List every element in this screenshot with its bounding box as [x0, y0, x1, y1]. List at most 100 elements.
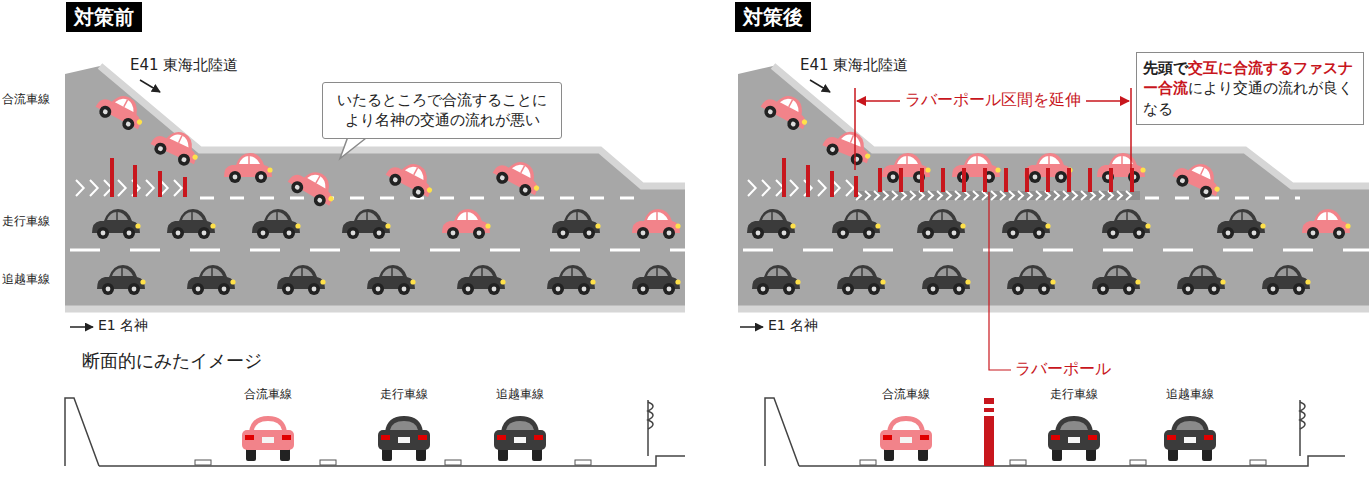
car-icon [442, 209, 491, 239]
car-window [107, 212, 128, 220]
car-pillar [124, 100, 128, 107]
car-icon [632, 265, 681, 295]
car-icon [367, 265, 416, 295]
car-icon [252, 209, 301, 239]
panel-title: 対策前 [74, 5, 134, 29]
car-hub [561, 231, 566, 236]
road-marker [445, 460, 461, 465]
car-window [382, 268, 403, 276]
road-marker [575, 460, 591, 465]
sign-plates [1300, 402, 1305, 429]
lane-name: 走行車線 [2, 214, 50, 229]
zebra-chevron [1108, 191, 1113, 200]
car-hub [1042, 287, 1047, 292]
car-body [761, 85, 815, 129]
car-hub [787, 287, 792, 292]
rubber-pole [110, 158, 114, 197]
car-wheel [123, 227, 135, 239]
car-window [1317, 212, 1338, 220]
car-pillar [771, 212, 773, 220]
rubber-pole [983, 168, 987, 192]
car-wheel [410, 184, 426, 200]
lane-dash [70, 249, 685, 252]
before-panel [65, 66, 685, 466]
barrier-wall [65, 398, 99, 466]
car-rear-icon [378, 416, 430, 461]
car-rear-icon [1048, 416, 1100, 461]
pole-reflector [984, 412, 994, 416]
car-headlight [801, 119, 808, 126]
car-headlight [1140, 167, 1145, 172]
car-headlight [267, 167, 272, 172]
rubber-pole [133, 165, 137, 197]
car-pillar [571, 268, 573, 276]
car-window [1107, 268, 1128, 276]
car-wheel [552, 283, 564, 295]
car-wheel [218, 283, 230, 295]
car-hub [667, 231, 672, 236]
zebra-chevron [1081, 191, 1086, 200]
zebra-chevron [1063, 191, 1068, 200]
car-hub [556, 287, 561, 292]
car-headlight [675, 223, 680, 228]
car-window [182, 212, 203, 220]
car-hub [641, 287, 646, 292]
zebra-chevron [919, 191, 924, 200]
road-marker [1250, 460, 1266, 465]
car-wheel [255, 171, 267, 183]
car-pillar [1048, 156, 1050, 164]
zebra-chevron [748, 180, 756, 196]
car-taillight [1051, 435, 1060, 440]
car-headlight [192, 154, 199, 161]
car-wheel [494, 170, 510, 186]
car-icon [952, 153, 1001, 183]
zebra-chevron [790, 180, 798, 196]
car-pillar [248, 156, 250, 164]
car-icon [457, 265, 506, 295]
car-window [112, 268, 133, 276]
car-icon [758, 85, 815, 134]
car-wheel [373, 227, 385, 239]
car-headlight [675, 279, 680, 284]
car-icon [148, 122, 205, 170]
car-window [937, 268, 958, 276]
car-window [202, 268, 223, 276]
car-wheel [1012, 283, 1024, 295]
car-hub [1016, 287, 1021, 292]
car-hub [261, 231, 266, 236]
car-window [1022, 268, 1043, 276]
car-hub [761, 287, 766, 292]
zebra-chevron [892, 191, 897, 200]
car-pillar [906, 156, 908, 164]
car-headlight [1260, 223, 1265, 228]
car-window [1277, 268, 1298, 276]
zebra-chevron [1036, 191, 1041, 200]
rubber-pole-section [984, 398, 994, 466]
car-wheel [1307, 227, 1319, 239]
car-wheel [128, 283, 140, 295]
car-window [457, 212, 478, 220]
car-wheel [1055, 171, 1067, 183]
car-wheel [517, 182, 533, 198]
car-hub [402, 287, 407, 292]
car-wheel [887, 171, 899, 183]
car-hub [106, 287, 111, 292]
car-wheel [948, 227, 960, 239]
car-wheel [778, 227, 790, 239]
rubber-pole [854, 176, 858, 197]
car-hub [667, 287, 672, 292]
car-taillight [920, 435, 929, 440]
lane-name: 追越車線 [1166, 387, 1214, 402]
zebra-chevron [762, 180, 770, 196]
car-taillight [282, 435, 291, 440]
car-taillight [534, 435, 543, 440]
car-window [562, 268, 583, 276]
car-headlight [995, 167, 1000, 172]
car-taillight [381, 435, 390, 440]
car-hub [952, 231, 957, 236]
car-pillar [1286, 268, 1288, 276]
car-headlight [328, 195, 335, 202]
car-headlight [1345, 223, 1350, 228]
car-window [1017, 212, 1038, 220]
road-marker [320, 460, 336, 465]
